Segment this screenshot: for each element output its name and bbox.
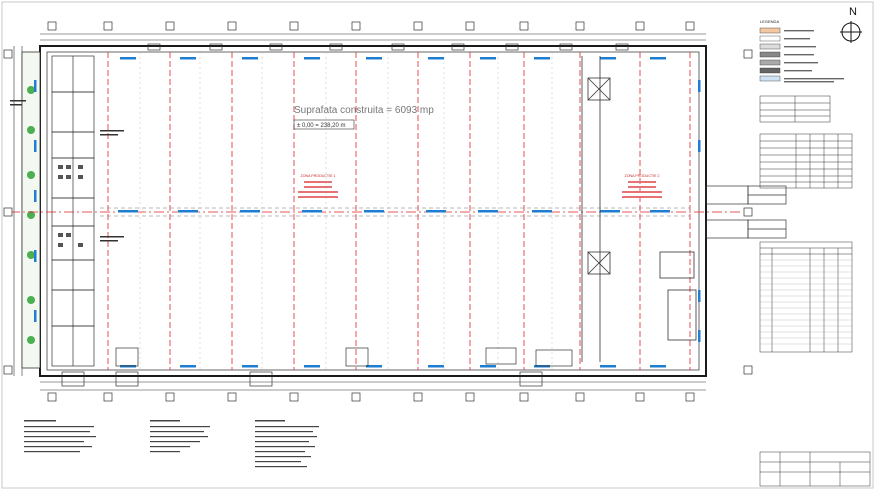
loading-docks-right [705,185,787,239]
level-label: ± 0,00 = 238,20 m [297,123,346,129]
windows-middle [118,210,670,213]
gray-grid [139,52,553,370]
loading-bays-bottom [61,347,573,387]
area-table-1 [759,95,831,123]
legend-panel: LEGENDA [759,19,844,83]
zone2-title: ZONA PRODUCTIE 2 [625,174,660,178]
windows-top [120,57,666,60]
green-dots [27,86,35,344]
legend-title: LEGENDA [760,19,779,24]
rooms-table [759,241,853,353]
windows-sides [34,80,701,342]
rooms-table-rows [760,259,852,345]
zone1-sub-4 [298,196,338,198]
left-annotations [10,100,124,242]
area-table-2 [759,133,853,189]
building-plan: Suprafata construita = 6093 mp ± 0,00 = … [3,21,787,402]
axis-bubbles-bottom [47,392,695,402]
zone1-sub-1 [304,181,332,183]
zone1-title: ZONA PRODUCTIE 1 [301,174,336,178]
building-inner-wall [46,51,700,371]
general-notes [24,420,319,468]
zone2-sub-1 [628,181,656,183]
zone1-sub-2 [304,186,332,188]
level-box [293,119,355,130]
title-block [759,451,871,487]
green-strip [21,51,41,369]
axis-grid-vertical [107,52,691,370]
north-compass-icon [840,21,862,43]
north-label: N [849,6,857,18]
axis-bubbles-side [3,49,753,375]
sanitary-fixtures [58,165,83,247]
zone2-sub-3 [622,191,662,193]
axis-bubbles-top [47,21,695,31]
zone2-sub-2 [628,186,656,188]
zone2-sub-4 [622,196,662,198]
zone1-sub-3 [298,191,338,193]
wall-openings-top [147,43,629,51]
area-label: Suprafata construita = 6093 mp [294,105,434,116]
right-partition [581,56,697,362]
